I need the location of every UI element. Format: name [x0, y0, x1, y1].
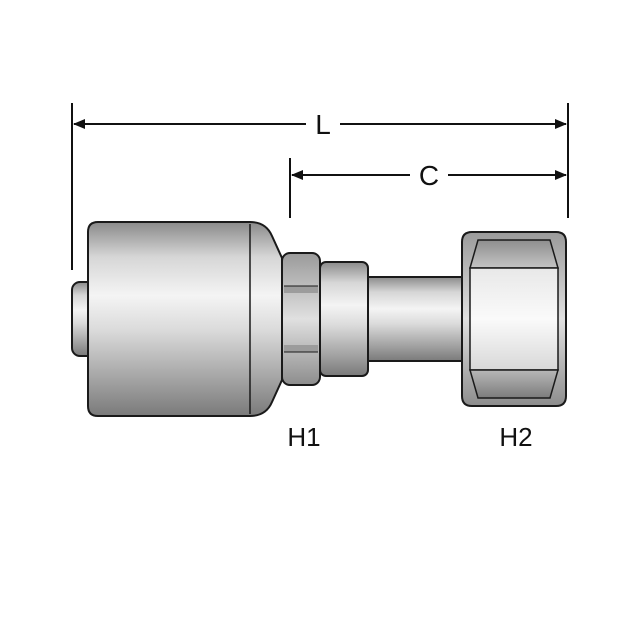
stem-tube [367, 276, 473, 362]
dimension-label-c: C [419, 160, 439, 191]
ferrule-socket [87, 221, 283, 417]
part-label-h2: H2 [499, 422, 532, 452]
part-label-h1: H1 [287, 422, 320, 452]
collar [319, 261, 369, 377]
hex-h2-swivel-nut [461, 231, 567, 407]
hex-h1 [281, 252, 321, 386]
dimension-label-l: L [315, 109, 331, 140]
